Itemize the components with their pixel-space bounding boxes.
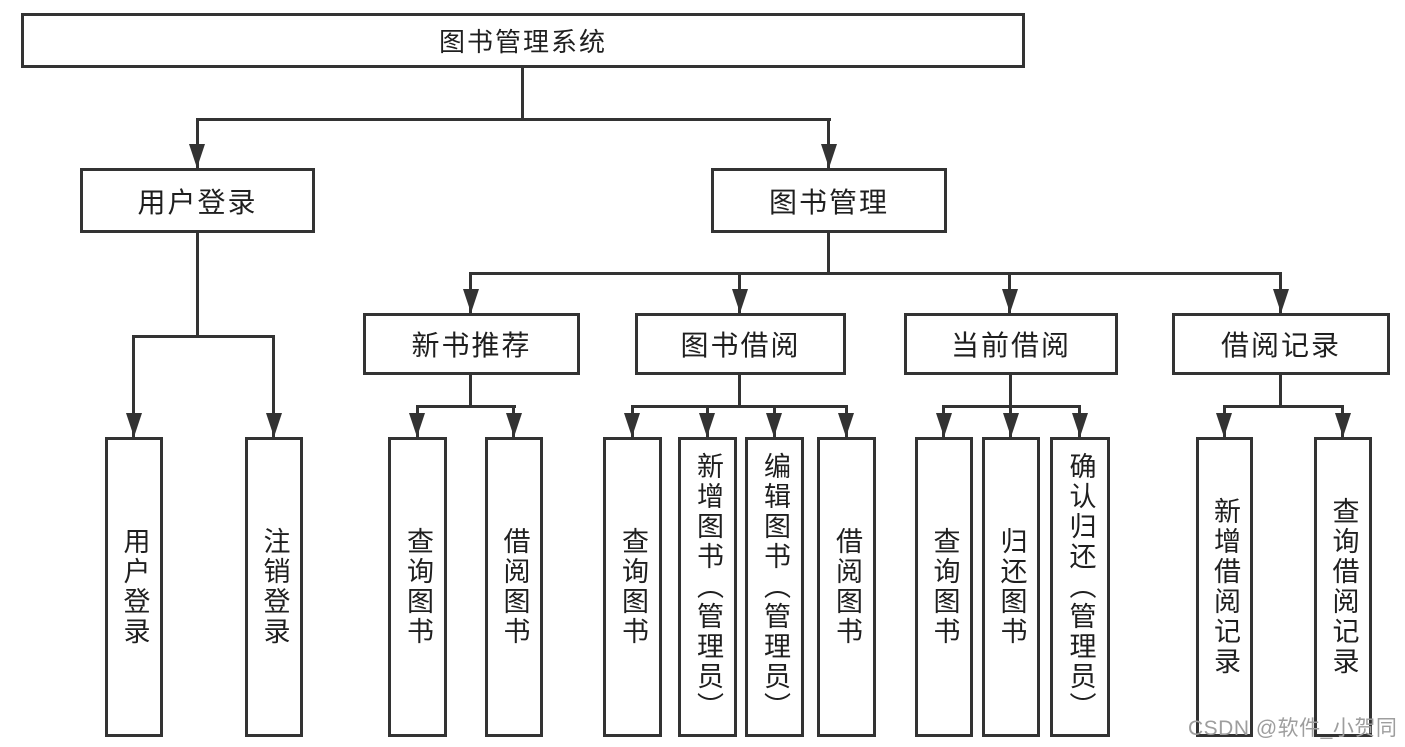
arrow-down-icon — [409, 413, 425, 437]
arrow-down-icon — [1216, 413, 1232, 437]
connector-line — [272, 335, 275, 437]
connector-line — [132, 335, 275, 338]
connector-line — [196, 118, 831, 121]
leaf-recommend-borrow-book: 借阅图书 — [485, 437, 543, 737]
connector-line — [827, 233, 830, 274]
arrow-down-icon — [266, 413, 282, 437]
arrow-down-icon — [1273, 289, 1289, 313]
leaf-return-book: 归还图书 — [982, 437, 1040, 737]
connector-line — [631, 405, 848, 408]
arrow-down-icon — [936, 413, 952, 437]
leaf-add-book-admin: 新增图书（管理员） — [678, 437, 737, 737]
connector-line — [416, 405, 516, 408]
arrow-down-icon — [766, 413, 782, 437]
arrow-down-icon — [699, 413, 715, 437]
node-library-system: 图书管理系统 — [21, 13, 1025, 68]
node-current-borrow: 当前借阅 — [904, 313, 1118, 375]
arrow-down-icon — [506, 413, 522, 437]
connector-line — [132, 335, 135, 437]
arrow-down-icon — [189, 144, 205, 168]
arrow-down-icon — [1003, 413, 1019, 437]
arrow-down-icon — [126, 413, 142, 437]
leaf-query-borrow-record: 查询借阅记录 — [1314, 437, 1372, 737]
arrow-down-icon — [1335, 413, 1351, 437]
leaf-user-login: 用户登录 — [105, 437, 163, 737]
leaf-add-borrow-record: 新增借阅记录 — [1196, 437, 1253, 737]
csdn-watermark: CSDN @软件_小贺同学 — [1188, 717, 1398, 740]
arrow-down-icon — [1002, 289, 1018, 313]
connector-line — [469, 272, 1282, 275]
connector-line — [827, 118, 830, 168]
connector-line — [1279, 375, 1282, 407]
connector-line — [1009, 375, 1012, 407]
arrow-down-icon — [463, 289, 479, 313]
node-new-book-recommend: 新书推荐 — [363, 313, 580, 375]
leaf-confirm-return-admin: 确认归还（管理员） — [1050, 437, 1110, 737]
arrow-down-icon — [624, 413, 640, 437]
node-user-login: 用户登录 — [80, 168, 315, 233]
leaf-borrow-book: 借阅图书 — [817, 437, 876, 737]
arrow-down-icon — [1072, 413, 1088, 437]
connector-line — [469, 375, 472, 407]
connector-line — [196, 233, 199, 337]
leaf-recommend-query-book: 查询图书 — [388, 437, 447, 737]
arrow-down-icon — [821, 144, 837, 168]
node-borrow-record: 借阅记录 — [1172, 313, 1390, 375]
leaf-edit-book-admin: 编辑图书（管理员） — [745, 437, 804, 737]
leaf-logout: 注销登录 — [245, 437, 303, 737]
node-book-borrow: 图书借阅 — [635, 313, 846, 375]
connector-line — [738, 375, 741, 407]
node-book-management: 图书管理 — [711, 168, 947, 233]
leaf-current-query-book: 查询图书 — [915, 437, 973, 737]
leaf-borrow-query-book: 查询图书 — [603, 437, 662, 737]
arrow-down-icon — [732, 289, 748, 313]
connector-line — [196, 118, 199, 168]
arrow-down-icon — [838, 413, 854, 437]
connector-line — [1223, 405, 1344, 408]
connector-line — [521, 68, 524, 121]
